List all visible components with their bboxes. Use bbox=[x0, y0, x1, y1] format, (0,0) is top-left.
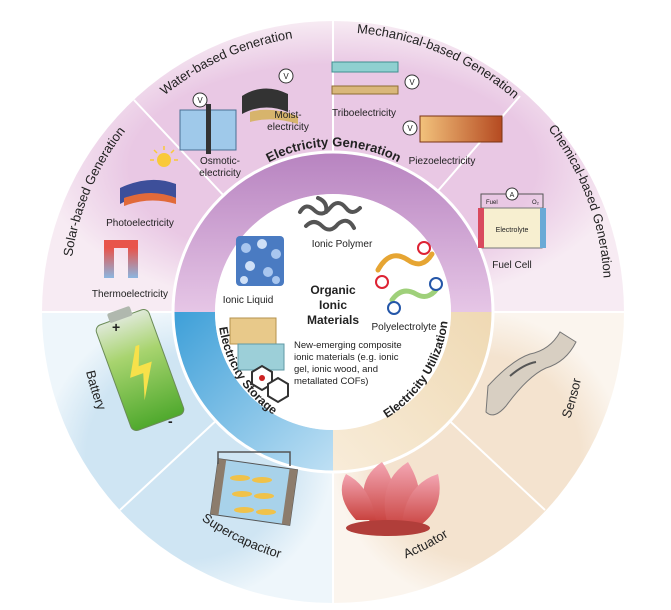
osmotic-label-2: electricity bbox=[199, 168, 241, 179]
svg-text:V: V bbox=[197, 96, 203, 105]
inner-generation-sector bbox=[173, 152, 493, 312]
ionic-polymer-label: Ionic Polymer bbox=[312, 239, 373, 250]
inner-storage-sector bbox=[173, 312, 333, 472]
supercapacitor-icon bbox=[209, 451, 299, 526]
inner-utilization-sector bbox=[333, 312, 493, 472]
fuel-cell-label: Fuel Cell bbox=[492, 260, 531, 271]
center-title-3: Materials bbox=[307, 313, 359, 327]
composite-label-3: gel, ionic wood, and bbox=[294, 364, 378, 375]
thermo-device-icon bbox=[104, 240, 138, 278]
moist-device-icon: V bbox=[242, 68, 298, 124]
composite-label-2: ionic materials (e.g. ionic bbox=[294, 352, 399, 363]
inner-ring-border bbox=[171, 150, 495, 474]
svg-text:Electrolyte: Electrolyte bbox=[496, 227, 529, 234]
moist-label-1: Moist- bbox=[274, 110, 301, 121]
actuator-icon bbox=[341, 462, 440, 536]
osmotic-device-icon: V bbox=[179, 92, 237, 154]
photo-device-icon bbox=[120, 146, 178, 206]
composite-label-1: New-emerging composite bbox=[294, 340, 402, 351]
svg-text:O₂: O₂ bbox=[532, 200, 540, 206]
ionic-liquid-label: Ionic Liquid bbox=[223, 295, 274, 306]
tribo-device-icon: V bbox=[331, 61, 420, 95]
polyelectrolyte-label: Polyelectrolyte bbox=[371, 322, 436, 333]
sensor-icon bbox=[485, 331, 577, 416]
svg-text:V: V bbox=[283, 72, 289, 81]
osmotic-label-1: Osmotic- bbox=[200, 156, 240, 167]
piezo-label: Piezoelectricity bbox=[409, 156, 476, 167]
polyelectrolyte-icon bbox=[375, 241, 443, 315]
center-title-2: Ionic bbox=[319, 298, 347, 312]
battery-plus: + bbox=[112, 319, 120, 335]
ionic-polymer-icon bbox=[298, 196, 362, 232]
piezo-device-icon: V bbox=[402, 115, 503, 143]
center-title-1: Organic bbox=[310, 283, 356, 297]
ionic-liquid-icon bbox=[236, 236, 284, 286]
composite-material-icon bbox=[229, 317, 289, 404]
photo-label: Photoelectricity bbox=[106, 218, 174, 229]
svg-text:V: V bbox=[407, 124, 413, 133]
svg-text:Fuel: Fuel bbox=[486, 200, 498, 206]
moist-label-2: electricity bbox=[267, 122, 309, 133]
svg-text:A: A bbox=[510, 192, 515, 199]
thermo-label: Thermoelectricity bbox=[92, 289, 168, 300]
center-panel: Ionic Polymer Ionic Liquid Organic Ionic… bbox=[223, 196, 443, 404]
tribo-label: Triboelectricity bbox=[332, 108, 396, 119]
fuel-cell-icon: A Electrolyte Fuel O₂ bbox=[478, 187, 546, 249]
battery-minus: - bbox=[168, 413, 173, 429]
battery-icon bbox=[95, 306, 185, 432]
svg-text:V: V bbox=[409, 78, 415, 87]
composite-label-4: metallated COFs) bbox=[294, 376, 368, 387]
